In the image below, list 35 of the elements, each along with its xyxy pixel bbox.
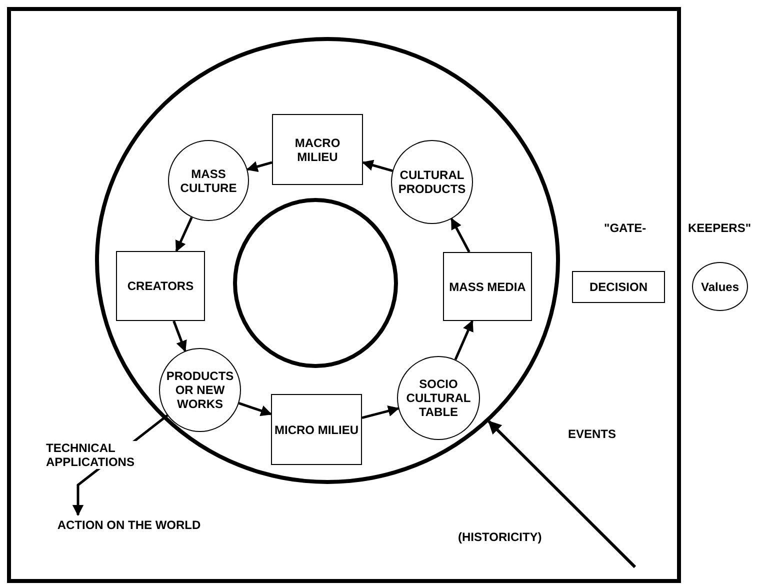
node-label: PRODUCTS OR NEW WORKS	[165, 369, 235, 411]
arrow	[488, 420, 636, 568]
node-label: MASS CULTURE	[179, 166, 238, 194]
node-label: MACRO MILIEU	[294, 136, 342, 164]
node-label: CULTURAL PRODUCTS	[397, 168, 467, 196]
arrow	[175, 216, 193, 252]
node-label: SOCIO CULTURAL TABLE	[405, 377, 472, 419]
arrow	[362, 160, 393, 172]
process-circle	[168, 140, 249, 221]
decision-box	[572, 271, 665, 303]
node-label: MICRO MILIEU	[274, 422, 358, 436]
note-text: "GATE-	[604, 221, 646, 235]
arrow	[450, 218, 470, 253]
process-circle	[159, 348, 241, 432]
values-circle	[692, 262, 748, 311]
arrow	[172, 320, 187, 352]
node-label: CREATORS	[127, 279, 194, 293]
note-text: EVENTS	[568, 427, 616, 441]
node-label: Values	[700, 280, 740, 294]
process-circle	[391, 140, 473, 224]
note-text: (HISTORICITY)	[458, 530, 542, 544]
process-box	[272, 114, 363, 185]
note-text: KEEPERS"	[688, 221, 752, 235]
arrow	[246, 161, 272, 172]
outcome-text: ACTION ON THE WORLD	[57, 518, 201, 532]
inner-circle	[233, 198, 398, 368]
process-box	[271, 394, 362, 465]
arrow	[454, 320, 474, 360]
arrow	[238, 402, 272, 416]
process-circle	[397, 356, 480, 440]
process-box	[443, 252, 532, 321]
process-box	[116, 251, 205, 321]
node-label: MASS MEDIA	[449, 280, 526, 294]
arrow	[362, 406, 400, 420]
node-label: DECISION	[589, 280, 648, 294]
